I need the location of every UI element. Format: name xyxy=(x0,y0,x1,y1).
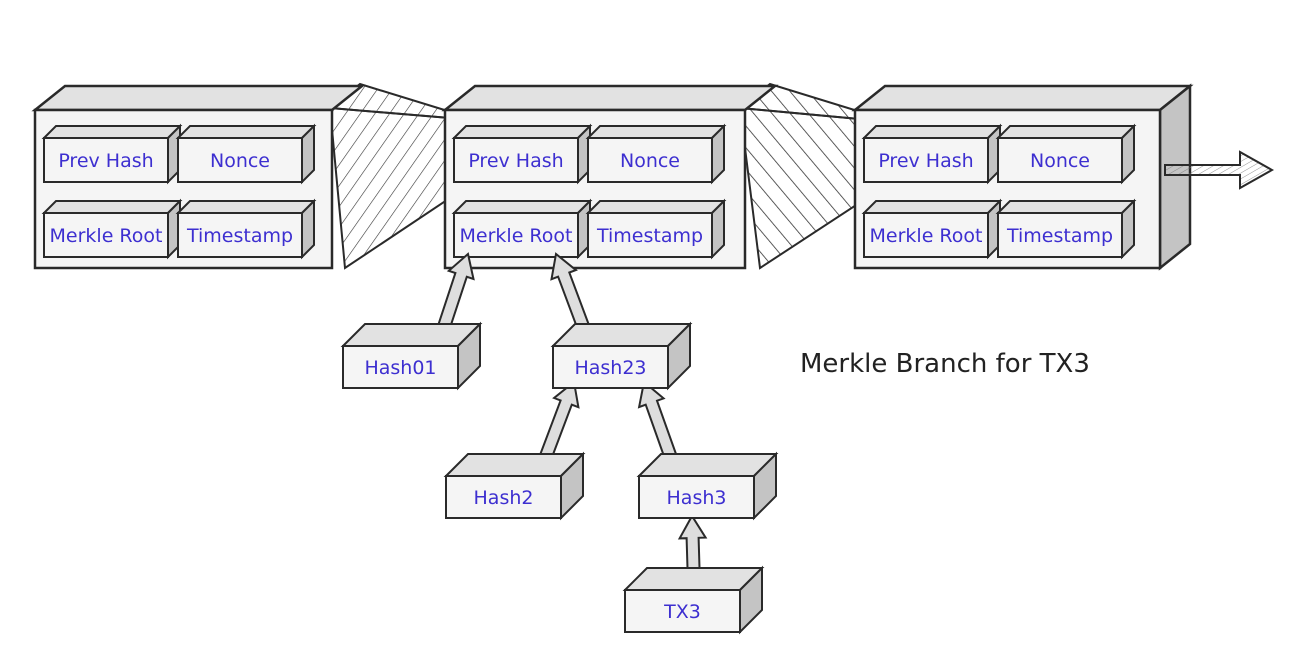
hash2-node: Hash2 xyxy=(443,451,586,521)
nonce-field-label: Nonce xyxy=(210,150,270,172)
nonce-field-label: Nonce xyxy=(1030,150,1090,172)
tx3-node-label: TX3 xyxy=(663,601,701,623)
hash2-node-label: Hash2 xyxy=(474,487,534,509)
timestamp-field: Timestamp xyxy=(995,198,1137,260)
prev-hash-field: Prev Hash xyxy=(41,123,183,185)
timestamp-field: Timestamp xyxy=(175,198,317,260)
nonce-field: Nonce xyxy=(995,123,1137,185)
prev-hash-field-label: Prev Hash xyxy=(878,150,973,172)
timestamp-field-label: Timestamp xyxy=(1006,225,1113,247)
hash01-node-label: Hash01 xyxy=(364,357,436,379)
hash01-node: Hash01 xyxy=(340,321,483,391)
hash3-node: Hash3 xyxy=(636,451,779,521)
prev-hash-field-label: Prev Hash xyxy=(468,150,563,172)
merkle-arrows xyxy=(431,252,708,587)
prev-hash-field: Prev Hash xyxy=(451,123,593,185)
timestamp-field: Timestamp xyxy=(585,198,727,260)
merkle-root-field-label: Merkle Root xyxy=(50,225,163,247)
merkle-root-field: Merkle Root xyxy=(451,198,593,260)
hash23-node: Hash23 xyxy=(550,321,693,391)
timestamp-field-label: Timestamp xyxy=(596,225,703,247)
prev-hash-field: Prev Hash xyxy=(861,123,1003,185)
tx3-node: TX3 xyxy=(622,565,765,635)
hash23-node-label: Hash23 xyxy=(574,357,646,379)
merkle-root-field-label: Merkle Root xyxy=(870,225,983,247)
nonce-field-label: Nonce xyxy=(620,150,680,172)
hash3-node-label: Hash3 xyxy=(667,487,727,509)
timestamp-field-label: Timestamp xyxy=(186,225,293,247)
nonce-field: Nonce xyxy=(585,123,727,185)
chain-continues-arrow xyxy=(1164,150,1275,190)
merkle-root-field: Merkle Root xyxy=(41,198,183,260)
prev-hash-field-label: Prev Hash xyxy=(58,150,153,172)
nonce-field: Nonce xyxy=(175,123,317,185)
diagram-caption: Merkle Branch for TX3 xyxy=(800,349,1090,379)
merkle-root-field-label: Merkle Root xyxy=(460,225,573,247)
merkle-root-field: Merkle Root xyxy=(861,198,1003,260)
